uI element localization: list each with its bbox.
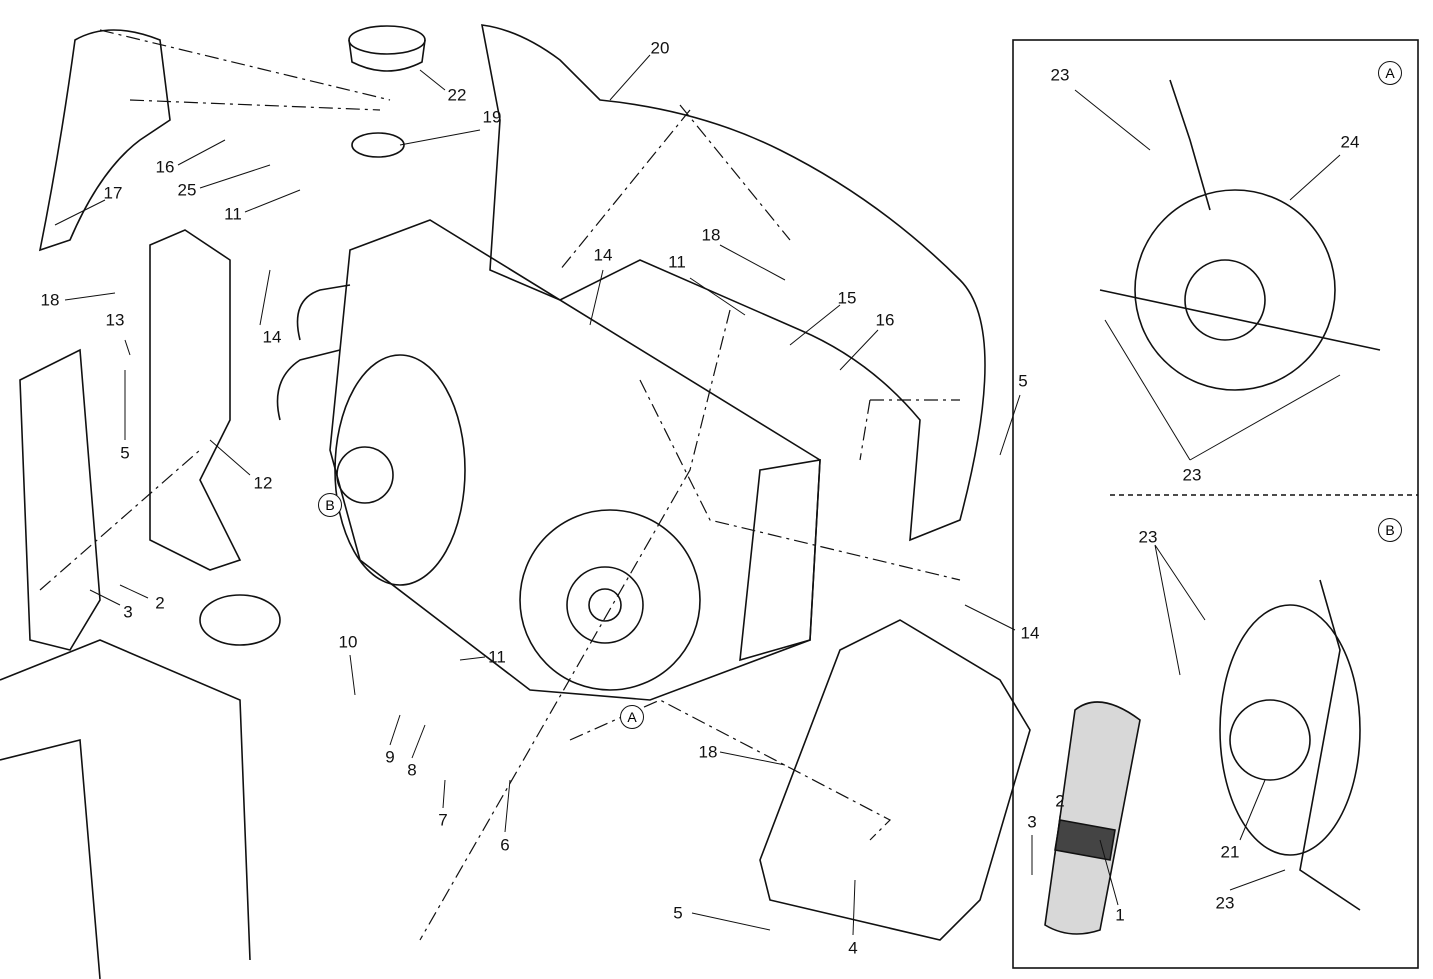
- frame-part: [0, 639, 251, 979]
- callout-11: 11: [488, 647, 506, 667]
- callout-18: 18: [701, 225, 721, 245]
- callout-2: 2: [1055, 791, 1065, 811]
- right-fairing-part: [481, 24, 986, 542]
- view-marker-a: A: [620, 705, 644, 729]
- callout-1: 1: [1115, 905, 1125, 925]
- inset-fan-a: [1134, 189, 1336, 391]
- callout-13: 13: [105, 310, 125, 330]
- inset-frame: [1012, 39, 1419, 969]
- filler-neck: [351, 132, 405, 158]
- inset-fan-b: [1219, 604, 1361, 856]
- callout-6: 6: [500, 835, 510, 855]
- callout-15: 15: [837, 288, 857, 308]
- callout-8: 8: [407, 760, 417, 780]
- callout-9: 9: [385, 747, 395, 767]
- callout-18: 18: [40, 290, 60, 310]
- inset-callout-23: 23: [1215, 893, 1235, 913]
- lower-fairing-part: [759, 619, 1031, 941]
- callout-12: 12: [253, 473, 273, 493]
- callout-4: 4: [848, 938, 858, 958]
- center-fan: [519, 509, 701, 691]
- inner-panel: [149, 229, 242, 571]
- radiator-cap: [348, 25, 426, 55]
- side-panel: [19, 348, 101, 651]
- callout-11: 11: [668, 252, 686, 272]
- callout-3: 3: [123, 602, 133, 622]
- callout-16: 16: [155, 157, 175, 177]
- callout-16: 16: [875, 310, 895, 330]
- callout-19: 19: [482, 107, 502, 127]
- inset-callout-23: 23: [1138, 527, 1158, 547]
- callout-2: 2: [155, 593, 165, 613]
- inset-callout-24: 24: [1340, 132, 1360, 152]
- callout-14: 14: [1020, 623, 1040, 643]
- hose: [276, 349, 341, 421]
- callout-3: 3: [1027, 812, 1037, 832]
- upper-cover-part: [38, 29, 171, 252]
- callout-5: 5: [1018, 371, 1028, 391]
- inset-callout-21: 21: [1220, 842, 1240, 862]
- callout-25: 25: [177, 180, 197, 200]
- callout-14: 14: [262, 327, 282, 347]
- callout-7: 7: [438, 810, 448, 830]
- callout-14: 14: [593, 245, 613, 265]
- callout-22: 22: [447, 85, 467, 105]
- callout-5: 5: [120, 443, 130, 463]
- callout-18: 18: [698, 742, 718, 762]
- inset-callout-23: 23: [1050, 65, 1070, 85]
- hose: [296, 284, 351, 341]
- left-fan: [334, 354, 466, 586]
- inset-callout-23: 23: [1182, 465, 1202, 485]
- decal-part: [1044, 701, 1141, 935]
- callout-5: 5: [673, 903, 683, 923]
- callout-11: 11: [224, 204, 242, 224]
- view-marker-b: B: [318, 493, 342, 517]
- callout-17: 17: [103, 183, 123, 203]
- callout-10: 10: [338, 632, 358, 652]
- inset-marker-b: B: [1378, 518, 1402, 542]
- callout-20: 20: [650, 38, 670, 58]
- inset-marker-a: A: [1378, 61, 1402, 85]
